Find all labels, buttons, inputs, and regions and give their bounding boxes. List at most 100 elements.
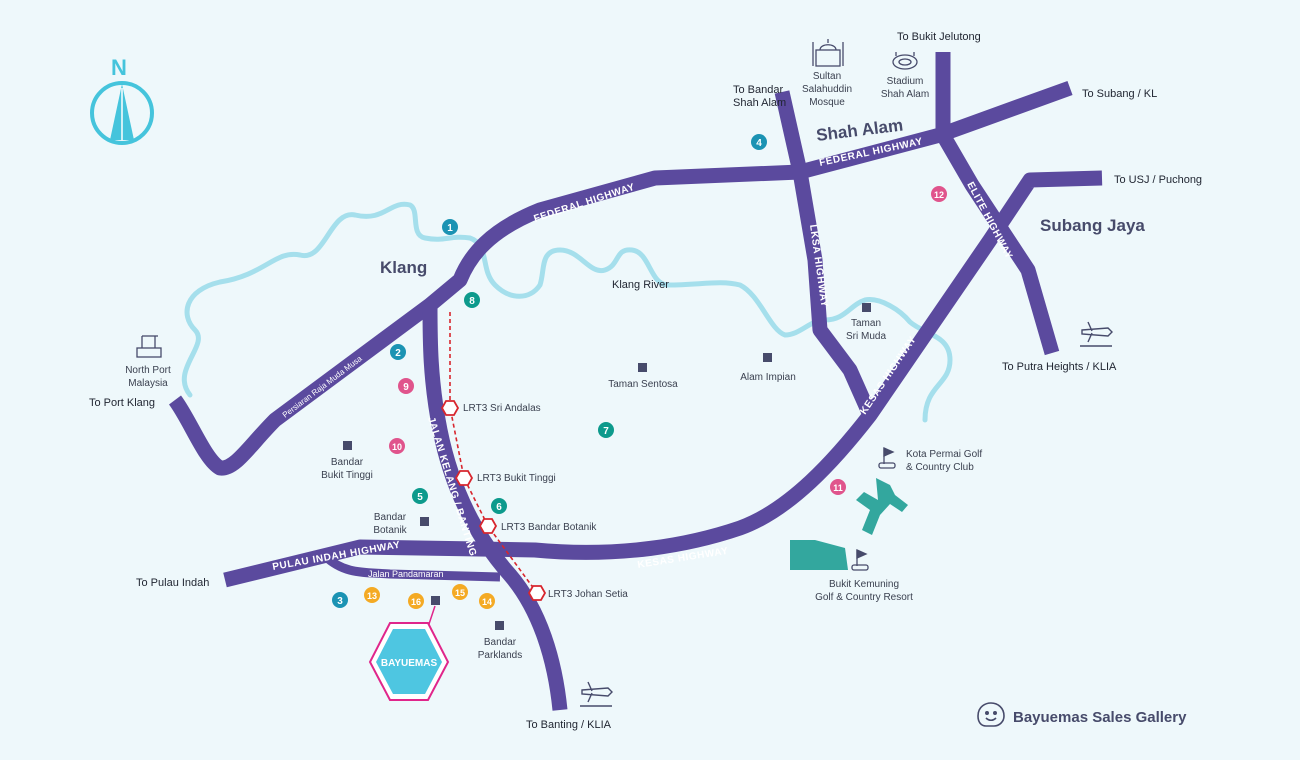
bandar-parklands-line1: Bandar <box>484 637 517 648</box>
bandar-botanik-line2: Botanik <box>373 525 407 536</box>
taman-sri-muda-marker <box>862 303 871 312</box>
svg-text:1: 1 <box>447 223 453 234</box>
to-bukit-jelutong: To Bukit Jelutong <box>897 31 981 43</box>
golf-flag-icon-kemuning <box>851 548 869 571</box>
marker-7[interactable]: 7 <box>598 422 614 438</box>
bukit-kemuning-line1: Bukit Kemuning <box>829 579 899 590</box>
svg-text:3: 3 <box>337 596 343 607</box>
lrt-sri-andalas-label: LRT3 Sri Andalas <box>463 403 541 414</box>
svg-text:2: 2 <box>395 348 401 359</box>
svg-text:15: 15 <box>455 588 465 598</box>
svg-text:4: 4 <box>756 138 762 149</box>
marker-2[interactable]: 2 <box>390 344 406 360</box>
port-crane-icon <box>136 335 162 358</box>
kesas-highway <box>223 170 1103 588</box>
elite-highway <box>935 52 1060 356</box>
lrt-bukit-tinggi-label: LRT3 Bukit Tinggi <box>477 473 556 484</box>
lrt-stations <box>440 400 547 601</box>
marker-5[interactable]: 5 <box>412 488 428 504</box>
marker-4[interactable]: 4 <box>751 134 767 150</box>
to-banting-klia: To Banting / KLIA <box>526 719 612 731</box>
bandar-bukit-tinggi-line1: Bandar <box>331 457 364 468</box>
bandar-bukit-tinggi-marker <box>343 441 352 450</box>
to-putra-heights: To Putra Heights / KLIA <box>1002 361 1117 373</box>
airplane-icon-banting <box>580 681 613 707</box>
alam-impian-label: Alam Impian <box>740 372 796 383</box>
mosque-line2: Salahuddin <box>802 84 852 95</box>
north-compass: N <box>90 55 154 145</box>
marker-8[interactable]: 8 <box>464 292 480 308</box>
taman-sentosa-label: Taman Sentosa <box>608 379 678 390</box>
marker-10[interactable]: 10 <box>389 438 405 454</box>
bukit-kemuning-line2: Golf & Country Resort <box>815 592 913 603</box>
lrt-station-johan-setia-icon <box>527 585 547 601</box>
airplane-icon <box>1080 321 1113 347</box>
golf-flag-icon <box>878 446 896 469</box>
marker-13[interactable]: 13 <box>364 587 380 603</box>
svg-text:12: 12 <box>934 190 944 200</box>
marker-9[interactable]: 9 <box>398 378 414 394</box>
marker-11[interactable]: 11 <box>830 479 846 495</box>
taman-sentosa-marker <box>638 363 647 372</box>
bandar-botanik-line1: Bandar <box>374 512 407 523</box>
to-pulau-indah: To Pulau Indah <box>136 577 209 589</box>
north-port-line2: Malaysia <box>128 378 168 389</box>
svg-text:8: 8 <box>469 296 475 307</box>
jalan-pandamaran-label: Jalan Pandamaran <box>368 569 444 579</box>
numbered-markers: 1 2 3 4 5 6 7 8 9 10 11 12 13 14 15 16 <box>332 134 947 609</box>
svg-text:11: 11 <box>833 483 843 493</box>
to-port-klang: To Port Klang <box>89 397 155 409</box>
bandar-parklands-line2: Parklands <box>478 650 522 661</box>
kota-permai-golf-course <box>856 478 908 535</box>
bayuemas-site-marker <box>431 596 440 605</box>
svg-text:16: 16 <box>411 597 421 607</box>
compass-ring-icon <box>90 81 154 145</box>
federal-highway <box>168 80 1073 476</box>
mosque-icon <box>812 39 844 67</box>
kota-permai-line2: & Country Club <box>906 462 974 473</box>
sales-gallery-label[interactable]: Bayuemas Sales Gallery <box>1013 709 1187 726</box>
lrt-station-bandar-botanik-icon <box>478 518 498 534</box>
klang-river-label: Klang River <box>612 279 669 291</box>
stadium-line1: Stadium <box>887 76 924 87</box>
bandar-bukit-tinggi-line2: Bukit Tinggi <box>321 470 373 481</box>
taman-sri-muda-line1: Taman <box>851 318 881 329</box>
marker-1[interactable]: 1 <box>442 219 458 235</box>
marker-3[interactable]: 3 <box>332 592 348 608</box>
svg-text:7: 7 <box>603 426 609 437</box>
marker-15[interactable]: 15 <box>452 584 468 600</box>
mosque-line1: Sultan <box>813 71 841 82</box>
svg-text:5: 5 <box>417 492 423 503</box>
lrt-johan-setia-label: LRT3 Johan Setia <box>548 589 628 600</box>
north-label: N <box>111 55 127 80</box>
jalan-kelang-banting <box>422 304 568 711</box>
alam-impian-marker <box>763 353 772 362</box>
lksa-highway <box>774 90 877 419</box>
lrt3-line <box>449 312 538 594</box>
bayuemas-project-badge[interactable]: BAYUEMAS <box>368 622 450 701</box>
lrt-station-sri-andalas-icon <box>440 400 460 416</box>
marker-14[interactable]: 14 <box>479 593 495 609</box>
taman-sri-muda-line2: Sri Muda <box>846 331 886 342</box>
to-bandar-shah-alam-line2: Shah Alam <box>733 97 786 109</box>
marker-16[interactable]: 16 <box>408 593 424 609</box>
bandar-botanik-marker <box>420 517 429 526</box>
bandar-parklands-marker <box>495 621 504 630</box>
highway-network <box>168 52 1103 711</box>
svg-text:9: 9 <box>403 382 409 393</box>
jalan-pandamaran <box>321 552 501 582</box>
to-bandar-shah-alam-line1: To Bandar <box>733 84 783 96</box>
svg-text:6: 6 <box>496 502 502 513</box>
marker-12[interactable]: 12 <box>931 186 947 202</box>
waze-icon <box>977 702 1005 727</box>
to-subang-kl: To Subang / KL <box>1082 88 1157 100</box>
stadium-line2: Shah Alam <box>881 89 929 100</box>
bukit-kemuning-golf-course <box>790 540 848 570</box>
lrt-station-bukit-tinggi-icon <box>454 470 474 486</box>
kota-permai-line1: Kota Permai Golf <box>906 449 982 460</box>
area-klang: Klang <box>380 258 427 277</box>
place-markers <box>343 303 871 630</box>
marker-6[interactable]: 6 <box>491 498 507 514</box>
mosque-line3: Mosque <box>809 97 845 108</box>
